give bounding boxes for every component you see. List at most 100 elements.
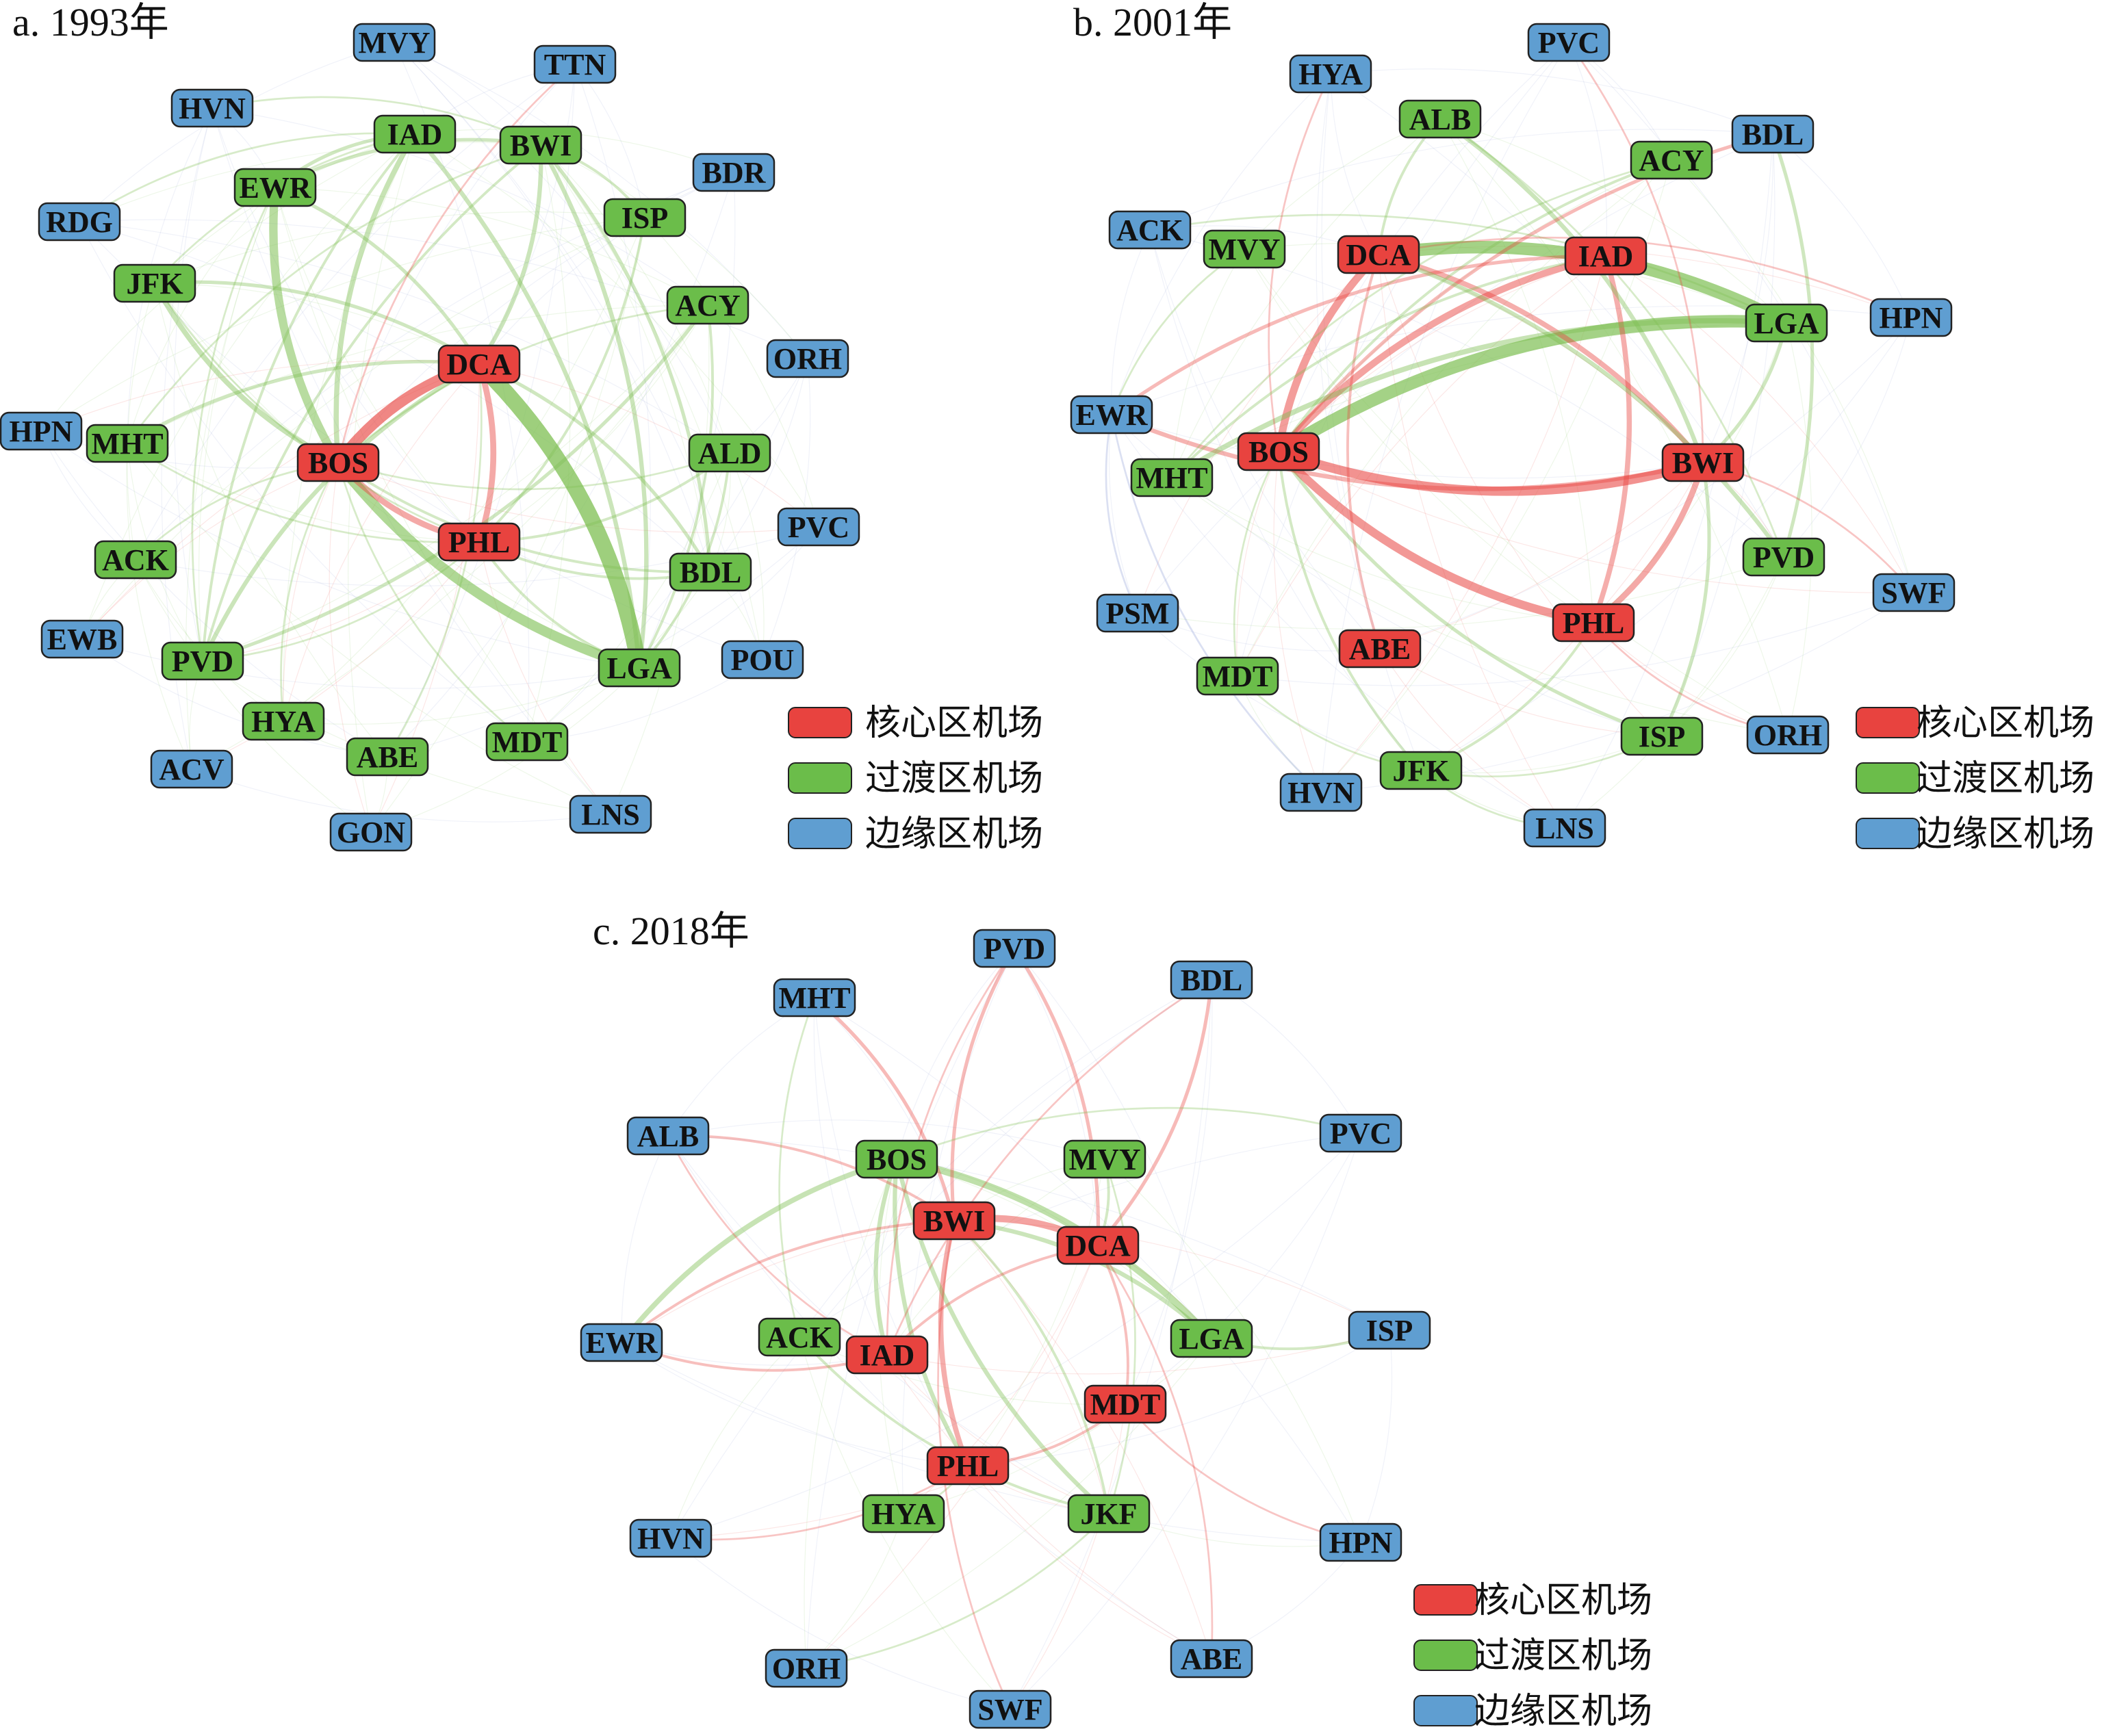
- node-label: BWI: [510, 129, 572, 162]
- node-box: [1552, 603, 1635, 643]
- route-link-bwi-mht: [126, 144, 542, 445]
- route-link-alb-pvd: [1439, 118, 1785, 558]
- airport-node-mvy: MVY: [352, 23, 436, 62]
- node-box: [1203, 229, 1286, 269]
- background-link: [1316, 73, 1381, 649]
- background-link: [79, 221, 763, 660]
- background-link: [667, 1135, 1390, 1331]
- airport-node-mvy: MVY: [1063, 1139, 1146, 1179]
- airport-node-dca: DCA: [1337, 235, 1420, 274]
- background-link: [799, 979, 1212, 1338]
- background-link: [1593, 322, 1787, 623]
- background-link: [1111, 73, 1331, 415]
- node-box: [485, 722, 569, 762]
- background-link: [886, 1330, 1390, 1375]
- legend-label-core: 核心区机场: [865, 704, 1043, 743]
- node-box: [1731, 114, 1815, 154]
- legend: 核心区机场 过渡区机场 边缘区机场: [1856, 704, 2094, 854]
- route-link-hvn-bwi: [211, 96, 542, 146]
- airport-node-swf: SWF: [969, 1689, 1052, 1729]
- background-link: [126, 443, 192, 770]
- node-box: [373, 114, 457, 154]
- node-label: BWI: [923, 1204, 985, 1238]
- route-link-alb-iad: [667, 1135, 888, 1356]
- node-box: [1096, 593, 1179, 633]
- node-box: [1067, 1494, 1151, 1533]
- node-label: PVD: [1753, 541, 1815, 574]
- background-link: [1661, 133, 1776, 737]
- background-link: [1330, 68, 1773, 135]
- route-link-ewr-bos: [269, 183, 343, 467]
- background-link: [1378, 254, 1565, 829]
- node-box: [86, 424, 169, 463]
- route-link-hvn-phl: [669, 1464, 969, 1541]
- node-label: HPN: [1329, 1526, 1393, 1559]
- node-label: ACY: [1639, 144, 1704, 177]
- node-box: [1084, 1384, 1167, 1424]
- node-label: LGA: [1179, 1322, 1244, 1356]
- background-link: [135, 64, 576, 560]
- node-box: [721, 640, 804, 679]
- route-link-dca-bwi: [1376, 252, 1706, 465]
- node-box: [352, 23, 436, 62]
- node-box: [758, 1317, 841, 1357]
- background-link: [1010, 1403, 1126, 1710]
- node-label: BOS: [867, 1143, 927, 1176]
- node-box: [1196, 656, 1279, 696]
- background-link: [135, 526, 819, 586]
- background-link: [540, 144, 808, 359]
- background-link: [40, 133, 415, 432]
- background-link: [79, 221, 730, 454]
- airport-node-dca: DCA: [1056, 1226, 1140, 1265]
- legend-label-transition: 过渡区机场: [1474, 1637, 1652, 1676]
- node-box: [1130, 458, 1214, 497]
- airport-node-phl: PHL: [926, 1446, 1010, 1486]
- airport-node-orh: ORH: [1746, 715, 1830, 755]
- airport-node-acv: ACV: [150, 749, 233, 789]
- node-box: [862, 1494, 945, 1533]
- airport-node-hpn: HPN: [1319, 1523, 1402, 1562]
- node-box: [773, 978, 856, 1018]
- route-link-bos-iad: [1275, 252, 1609, 455]
- background-link: [1439, 118, 1789, 736]
- background-link: [414, 133, 819, 528]
- legend-label-transition: 过渡区机场: [1917, 760, 2094, 799]
- background-link: [670, 979, 1212, 1539]
- node-box: [973, 929, 1056, 968]
- airport-node-isp: ISP: [1348, 1310, 1431, 1350]
- legend-swatch-transition: [1413, 1640, 1478, 1671]
- node-label: BDL: [1181, 963, 1242, 997]
- node-box: [626, 1116, 710, 1156]
- route-link-mdt-bos: [1233, 450, 1280, 677]
- background-link: [387, 172, 734, 757]
- background-link: [283, 217, 645, 722]
- background-link: [154, 283, 388, 757]
- node-label: JFK: [126, 267, 183, 300]
- route-link-ald-bos: [337, 452, 731, 491]
- airport-node-bdr: BDR: [692, 153, 776, 192]
- background-link: [1320, 42, 1569, 793]
- background-link: [127, 443, 480, 543]
- airport-node-swf: SWF: [1872, 573, 1956, 612]
- node-label: HPN: [1880, 301, 1943, 335]
- background-link: [1439, 118, 1594, 623]
- node-label: PVD: [984, 932, 1045, 966]
- background-link: [79, 221, 711, 573]
- airport-node-pvc: PVC: [777, 507, 860, 547]
- node-label: BDL: [1742, 118, 1804, 151]
- node-label: SWF: [977, 1693, 1042, 1726]
- route-link-alb-bwi: [667, 1134, 956, 1222]
- route-link-hya-bos: [280, 461, 339, 723]
- node-label: BDR: [702, 156, 767, 190]
- route-link-bos-jkf: [894, 1156, 1112, 1516]
- background-link: [667, 997, 815, 1137]
- airport-node-ald: ALD: [688, 433, 771, 473]
- node-label: MHT: [91, 427, 163, 461]
- node-label: EWR: [585, 1326, 658, 1360]
- route-link-pvc-bwi: [1567, 41, 1704, 464]
- background-link: [621, 1135, 669, 1343]
- background-link: [283, 462, 339, 722]
- node-box: [242, 701, 325, 741]
- legend-item-edge: 边缘区机场: [1856, 815, 2094, 854]
